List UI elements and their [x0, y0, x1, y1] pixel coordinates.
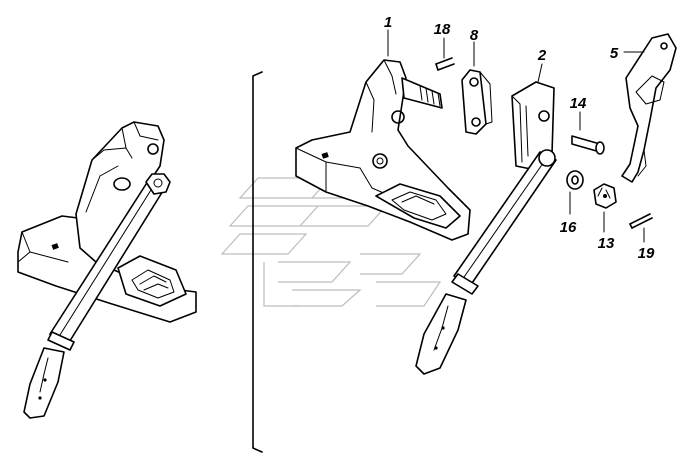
pin: [435, 57, 455, 71]
callout-1: 1: [384, 14, 392, 31]
cotter-pin: [629, 213, 653, 229]
callout-8: 8: [470, 27, 479, 44]
callout-labels: 1 18 8 2 5 14 16 13 19: [384, 14, 655, 262]
bolt: [571, 135, 605, 155]
assembled-latch-lever: [17, 121, 197, 419]
lever-arm: [415, 149, 557, 375]
callout-2: 2: [537, 47, 547, 64]
group-bracket: [252, 71, 263, 453]
callout-13: 13: [598, 235, 615, 252]
callout-19: 19: [638, 245, 655, 262]
hook: [621, 33, 677, 183]
callout-5: 5: [610, 45, 619, 62]
callout-14: 14: [570, 95, 587, 112]
callout-18: 18: [434, 21, 451, 38]
callout-16: 16: [560, 219, 577, 236]
hinge-bracket: [295, 59, 471, 241]
washer: [566, 170, 584, 190]
leader-lines: [387, 29, 645, 243]
castle-nut: [593, 183, 617, 209]
plate: [461, 69, 493, 135]
